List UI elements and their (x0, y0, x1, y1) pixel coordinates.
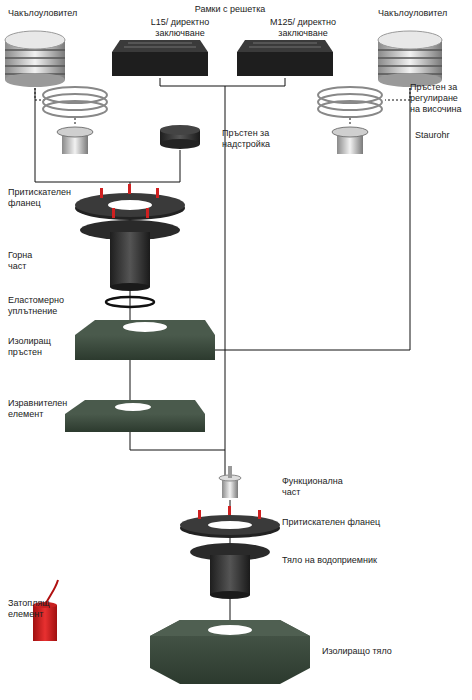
clamping-flange (75, 184, 185, 220)
grate-frame (112, 40, 208, 76)
insulating-body (150, 620, 310, 684)
upper-part (80, 220, 180, 291)
part-label: Притискателен фланец (282, 517, 392, 528)
functional-part (219, 466, 241, 498)
part-label: Изолиращо тяло (322, 646, 432, 657)
staurohr (57, 127, 368, 154)
part-label: Функционална част (282, 476, 352, 498)
part-label: Горна част (8, 250, 48, 272)
part-label: Изолиращ пръстен (8, 336, 58, 358)
part-label: Чакълоуловител (8, 8, 88, 19)
part-label: Тяло на водоприемник (282, 555, 392, 566)
elastomer-seal (106, 297, 154, 307)
clamping-flange (180, 506, 280, 538)
height-ring (43, 87, 382, 117)
drain-body (190, 543, 270, 599)
part-label: M125/ директно заключване (248, 17, 358, 39)
part-label: Еластомерно уплътнение (8, 295, 73, 317)
insulating-ring (75, 320, 215, 360)
compensating-element (65, 400, 205, 432)
assembly-lines (35, 78, 410, 620)
gravel-trap (378, 31, 442, 87)
part-label: Пръстен за надстройка (222, 128, 282, 150)
part-label: Пръстен за регулиране на височина (410, 82, 470, 115)
extension-ring (160, 125, 200, 149)
dashed-lines (35, 88, 410, 125)
part-label: Рамки с решетка (170, 4, 290, 15)
part-label: Staurohr (415, 130, 470, 141)
part-label: Притискателен фланец (8, 187, 63, 209)
part-label: Затоплящ елемент (8, 598, 56, 620)
gravel-trap (5, 31, 65, 87)
grate-frame (237, 40, 333, 76)
part-label: L15/ директно заключване (125, 17, 235, 39)
part-label: Чакълоуловител (378, 8, 468, 19)
part-label: Изравнителен елемент (8, 398, 68, 420)
